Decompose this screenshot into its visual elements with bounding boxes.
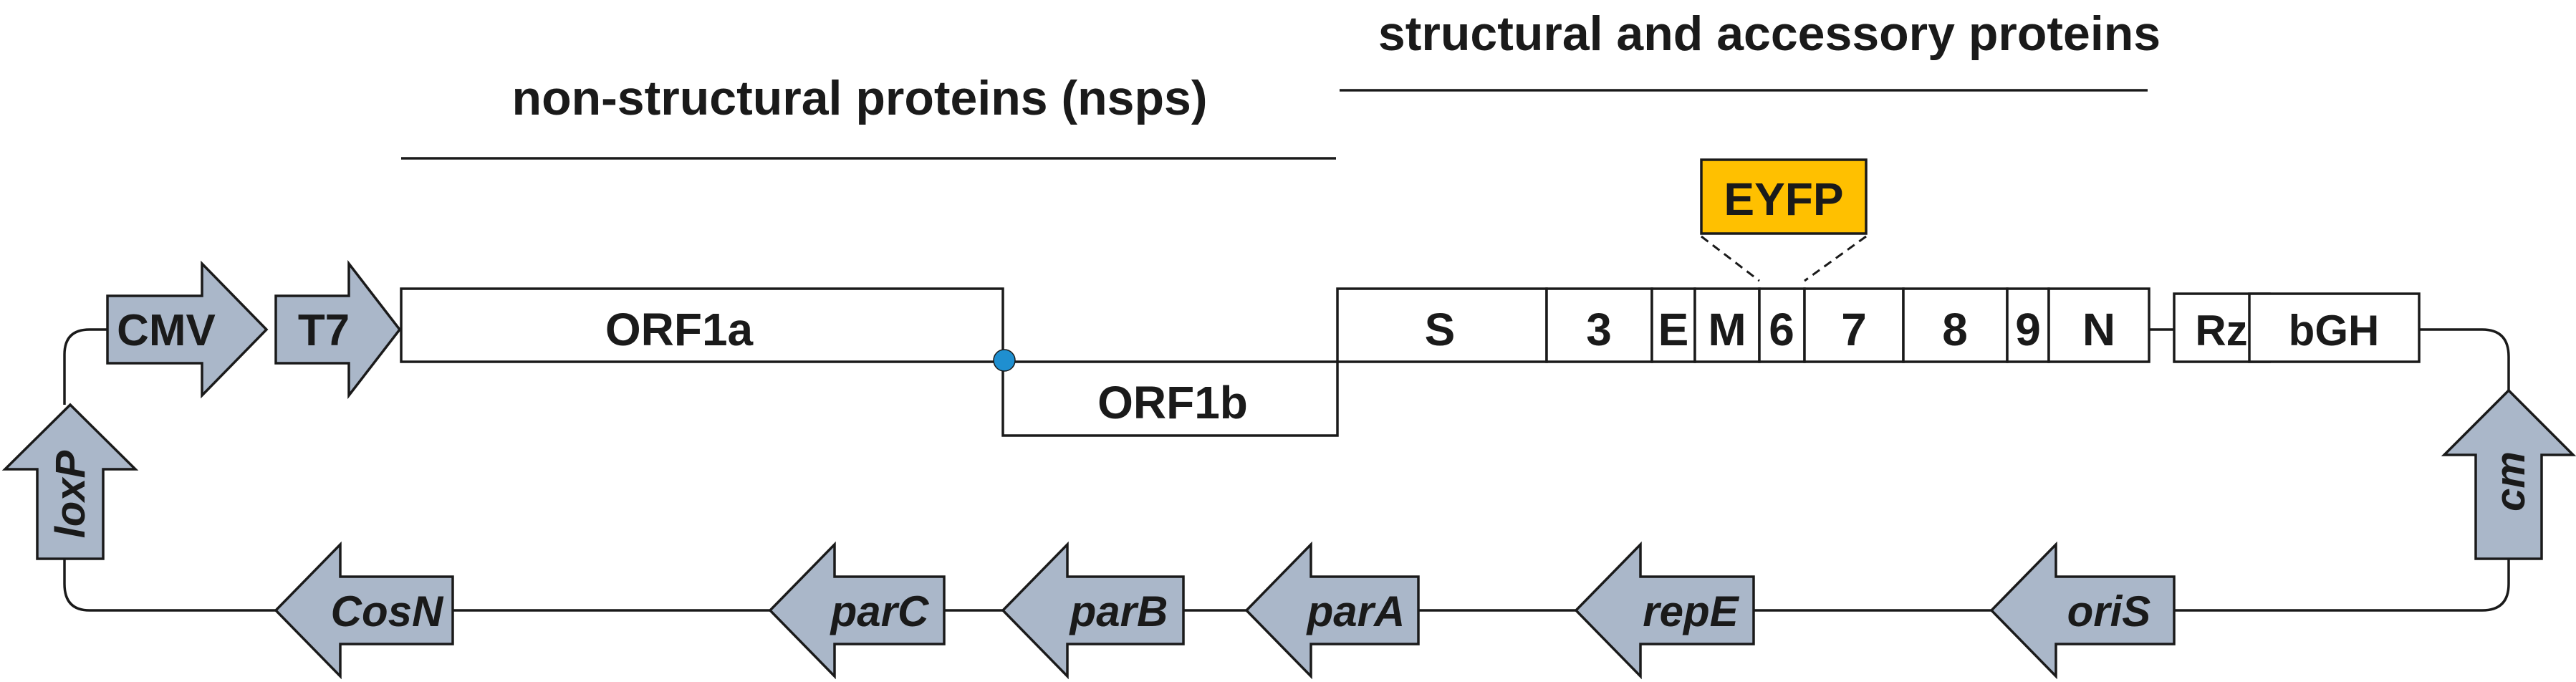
para-label: parA (1306, 587, 1405, 635)
gene-3-box (1545, 287, 1653, 363)
n-gene-box (2047, 287, 2150, 363)
eyfp-insert-line-right (1804, 235, 1867, 282)
structural-proteins-label: structural and accessory proteins (1378, 6, 2161, 61)
cm-label: cm (2487, 451, 2534, 512)
repe-arrow: repE (1574, 541, 1755, 680)
s-gene-box (1336, 287, 1548, 363)
gene-6-box (1758, 287, 1806, 363)
parc-arrow: parC (768, 541, 946, 680)
cmv-promoter-arrow: CMV (106, 260, 269, 399)
t7-promoter-arrow: T7 (274, 259, 402, 400)
eyfp-reporter-box (1700, 158, 1868, 235)
eyfp-insert-line-left (1701, 235, 1760, 282)
gene-7-box (1803, 287, 1905, 363)
cmv-label: CMV (117, 306, 216, 355)
backbone-line-right-bottom (2174, 559, 2510, 612)
parb-arrow: parB (1001, 541, 1185, 680)
oris-label: oriS (2067, 587, 2151, 635)
orf1b-box (1001, 360, 1339, 437)
gene-9-box (2006, 287, 2050, 363)
parc-label: parC (830, 587, 930, 635)
para-arrow: parA (1244, 541, 1420, 680)
ribozyme-label: Rz (2195, 307, 2247, 355)
bgh-label: bGH (2289, 307, 2380, 355)
eyfp-label: EYFP (1724, 173, 1843, 225)
s-gene-label: S (1425, 304, 1456, 355)
nsp-label: non-structural proteins (nsps) (512, 71, 1208, 125)
m-gene-box (1693, 287, 1761, 363)
loxp-arrow: loxP (1, 403, 139, 560)
gene-6-label: 6 (1769, 304, 1794, 355)
frameshift-site-dot (993, 349, 1016, 372)
orf1b-label: ORF1b (1097, 377, 1248, 428)
gene-9-label: 9 (2015, 304, 2041, 355)
gene-8-label: 8 (1942, 304, 1968, 355)
repe-label: repE (1643, 587, 1739, 635)
gene-3-label: 3 (1586, 304, 1612, 355)
e-gene-label: E (1658, 304, 1689, 355)
gene-7-label: 7 (1841, 304, 1867, 355)
orf1a-box (400, 287, 1004, 363)
cm-arrow: cm (2441, 388, 2576, 560)
bgh-box (2248, 292, 2421, 363)
n-gene-label: N (2082, 304, 2115, 355)
parb-label: parB (1069, 587, 1168, 635)
cosn-label: CosN (331, 587, 444, 635)
t7-label: T7 (298, 306, 350, 355)
cosn-arrow: CosN (274, 541, 454, 680)
oris-arrow: oriS (1989, 541, 2176, 680)
backbone-line-right-top (2419, 328, 2510, 390)
orf1a-label: ORF1a (605, 304, 754, 355)
e-gene-box (1650, 287, 1696, 363)
gene-8-box (1902, 287, 2009, 363)
backbone-line-left-bottom (63, 559, 276, 612)
backbone-line-left-top (63, 328, 107, 405)
m-gene-label: M (1708, 304, 1746, 355)
loxp-label: loxP (47, 450, 94, 538)
